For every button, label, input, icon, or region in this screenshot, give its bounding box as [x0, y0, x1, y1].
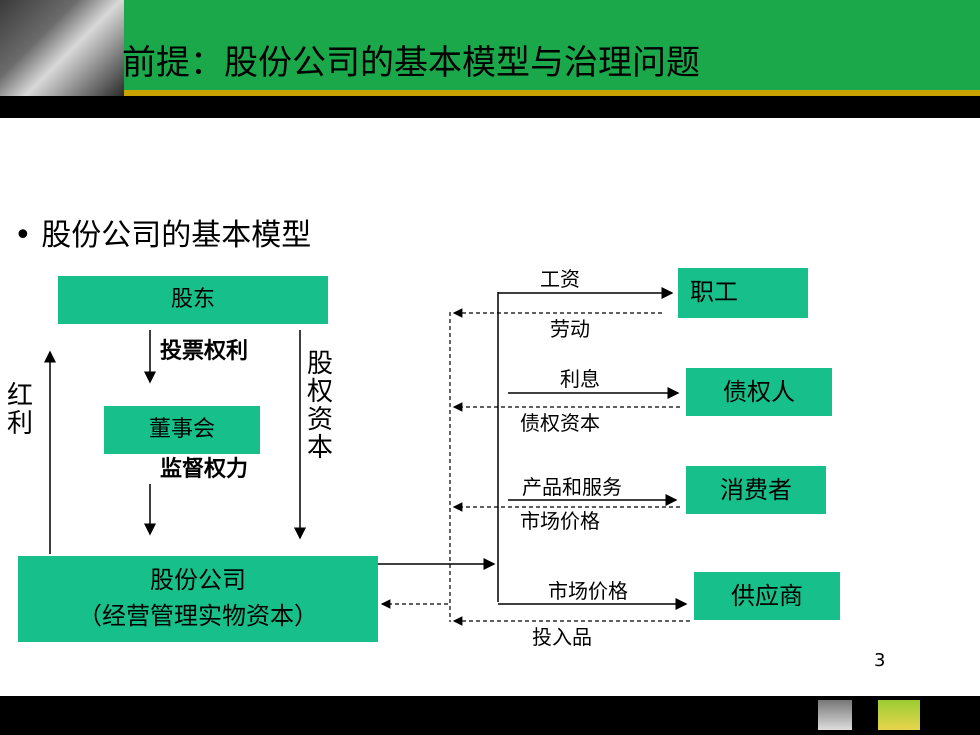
- shareholders-label: 股东: [170, 287, 215, 312]
- bullet-dot: •: [14, 218, 42, 253]
- footer-image-icon: [818, 700, 852, 730]
- consumers-label: 消费者: [720, 476, 792, 504]
- products-services-label: 产品和服务: [522, 475, 622, 499]
- company-subtitle: （经营管理实物资本）: [78, 602, 318, 630]
- bullet-heading: • 股份公司的基本模型: [14, 214, 311, 258]
- equity-capital-label: 股权资本: [306, 349, 333, 463]
- bullet-text: 股份公司的基本模型: [41, 218, 312, 253]
- voting-rights-label: 投票权利: [160, 339, 249, 364]
- inputs-label: 投入品: [532, 625, 592, 649]
- creditors-label: 债权人: [723, 378, 795, 406]
- labor-label: 劳动: [550, 317, 590, 341]
- shareholders-box: [58, 276, 328, 324]
- page-title: 前提：股份公司的基本模型与治理问题: [122, 43, 700, 83]
- debt-capital-label: 债权资本: [520, 411, 600, 435]
- market-price-label-consumers: 市场价格: [520, 509, 600, 533]
- board-label: 董事会: [148, 417, 215, 442]
- suppliers-box: [694, 572, 840, 620]
- consumers-box: [686, 466, 826, 514]
- page-number: 3: [874, 650, 886, 671]
- interest-label: 利息: [560, 367, 600, 391]
- dividend-label: 红利: [6, 381, 33, 439]
- footer-bar: [0, 696, 980, 735]
- company-name: 股份公司: [150, 566, 246, 594]
- header-dark-band: [0, 96, 980, 118]
- creditors-box: [686, 368, 832, 416]
- company-box: [18, 556, 378, 642]
- header-accent-line: [120, 90, 980, 96]
- footer-handshake-icon: [878, 700, 920, 730]
- header-bar: [0, 0, 980, 96]
- header-photo-image: [0, 0, 124, 96]
- market-price-label-suppliers: 市场价格: [548, 579, 628, 603]
- board-box: [104, 406, 260, 454]
- supervision-label: 监督权力: [160, 457, 249, 482]
- wages-label: 工资: [540, 267, 580, 291]
- employees-box: [678, 268, 808, 318]
- suppliers-label: 供应商: [731, 582, 803, 610]
- employees-label: 职工: [690, 278, 738, 306]
